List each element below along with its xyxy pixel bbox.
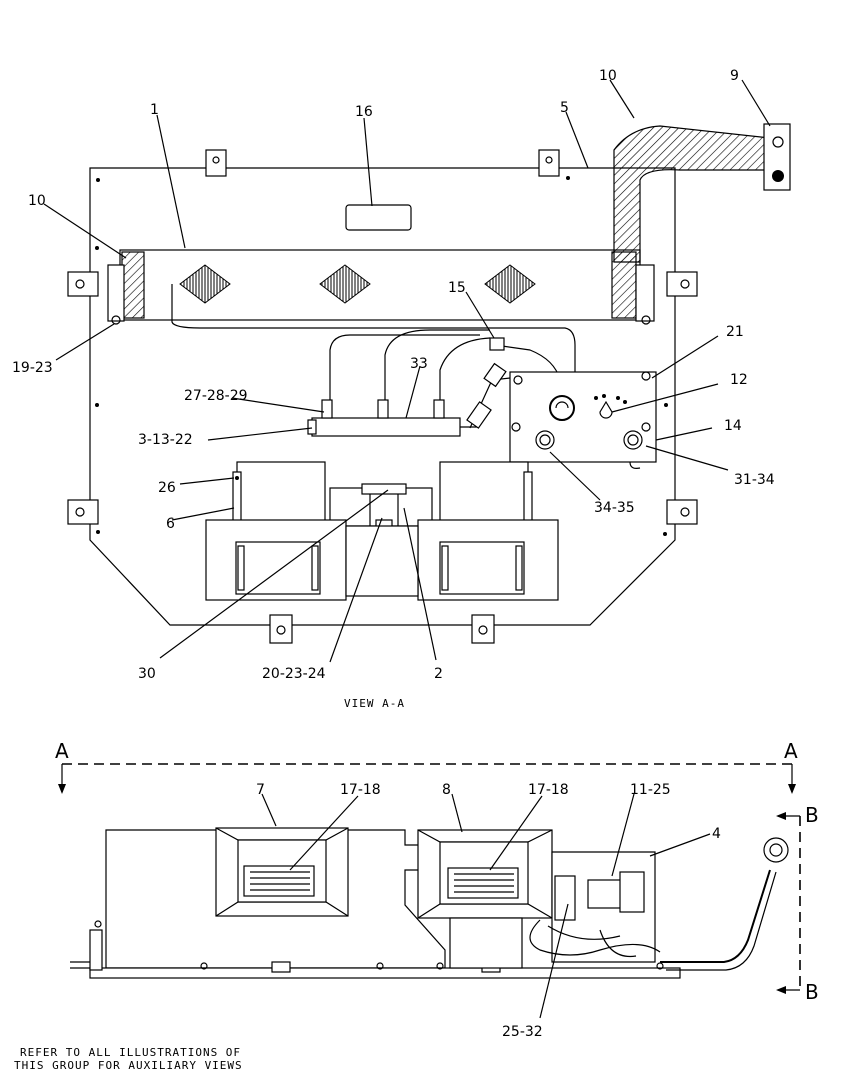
section-label-a: A: [784, 739, 798, 763]
panel-bolts: [95, 176, 668, 536]
callout-5: 5: [560, 100, 569, 116]
knob: [623, 430, 643, 450]
grille: [179, 264, 231, 304]
grille: [319, 264, 371, 304]
control-box: [509, 371, 657, 463]
callout-1: 1: [150, 102, 159, 118]
mount-tab: [666, 271, 698, 297]
callout-11-25: 11-25: [630, 782, 671, 798]
view-title: VIEW A-A: [344, 697, 405, 710]
callout-7: 7: [256, 782, 265, 798]
knob: [535, 430, 555, 450]
blower-housing: [236, 461, 326, 527]
section-label-a: A: [55, 739, 69, 763]
callout-4: 4: [712, 826, 721, 842]
top-view: 1 16 5 10 9 10 19-23 15 21 33 12 27-28-2…: [12, 68, 791, 710]
callout-30: 30: [138, 666, 156, 682]
callout-25-32: 25-32: [502, 1024, 543, 1040]
mount-tab: [269, 614, 293, 644]
base-rail: [89, 967, 681, 979]
mount-tab: [67, 271, 99, 297]
grille: [484, 264, 536, 304]
callout-6: 6: [166, 516, 175, 532]
fan-symbol: [599, 400, 613, 419]
leaders-bottom: [261, 793, 711, 1019]
callout-33: 33: [410, 356, 428, 372]
callout-9: 9: [730, 68, 739, 84]
bottom-view: A A B B: [14, 739, 819, 1072]
callout-20-23-24: 20-23-24: [262, 666, 326, 682]
section-label-b: B: [805, 803, 819, 827]
tube-assembly: [311, 417, 461, 437]
callout-12: 12: [730, 372, 748, 388]
callout-31-34: 31-34: [734, 472, 775, 488]
footnote-line-2: THIS GROUP FOR AUXILIARY VIEWS: [14, 1059, 243, 1072]
callout-19-23: 19-23: [12, 360, 53, 376]
footnote-line-1: REFER TO ALL ILLUSTRATIONS OF: [20, 1046, 241, 1059]
section-label-b: B: [805, 980, 819, 1004]
callout-14: 14: [724, 418, 742, 434]
hose: [660, 869, 771, 963]
label-plate: [345, 204, 412, 231]
callout-27-28-29: 27-28-29: [184, 388, 248, 404]
hose: [613, 125, 771, 263]
callout-21: 21: [726, 324, 744, 340]
callout-10: 10: [28, 193, 46, 209]
fitting: [763, 837, 789, 863]
callout-17-18: 17-18: [340, 782, 381, 798]
callout-34-35: 34-35: [594, 500, 635, 516]
callout-26: 26: [158, 480, 176, 496]
callout-15: 15: [448, 280, 466, 296]
callout-3-13-22: 3-13-22: [138, 432, 193, 448]
callout-16: 16: [355, 104, 373, 120]
temp-knob: [549, 395, 575, 421]
callout-8: 8: [442, 782, 451, 798]
callout-10: 10: [599, 68, 617, 84]
callout-2: 2: [434, 666, 443, 682]
leaders-top: [43, 79, 771, 663]
callout-17-18: 17-18: [528, 782, 569, 798]
mount-tab: [471, 614, 495, 644]
mount-tab: [67, 499, 99, 525]
blower-housing: [439, 461, 529, 527]
mount-tab: [666, 499, 698, 525]
